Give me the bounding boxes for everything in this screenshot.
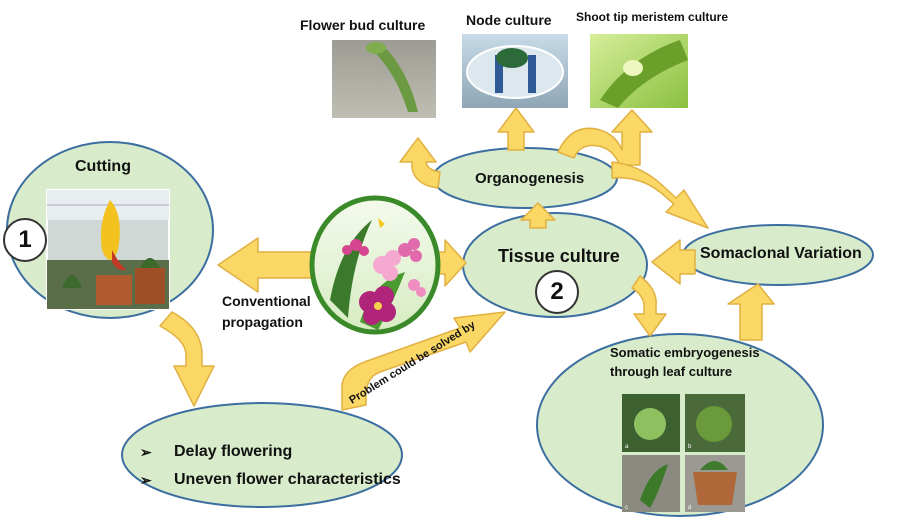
problem-item: ➢Uneven flower characteristics [140,466,401,494]
photo-letter-c: c [625,505,628,511]
arrow-to-flower-bud [399,137,441,189]
arrow-tissue-to-somatic [631,275,667,337]
somaclonal-label: Somaclonal Variation [700,245,862,262]
arrow-organogenesis-to-somaclonal [611,161,709,229]
flower-bud-culture-label: Flower bud culture [300,17,426,33]
organogenesis-label: Organogenesis [475,170,585,187]
bullet-arrow-icon: ➢ [140,472,152,488]
arrow-somaclonal-to-tissue [651,239,696,285]
photo-letter-b: b [688,444,692,450]
arrow-tissue-to-organogenesis [520,202,556,229]
arrow-to-cutting [217,237,319,293]
arrow-somatic-to-somaclonal [727,283,775,341]
shoot-tip-culture-label: Shoot tip meristem culture [576,10,729,24]
cutting-photo [46,189,170,310]
arrow-problems-to-tissue [341,311,506,411]
bullet-arrow-icon: ➢ [140,444,152,460]
problems-list: ➢Delay flowering ➢Uneven flower characte… [140,438,401,494]
tissue-culture-number-badge: 2 [535,270,579,314]
problem-item: ➢Delay flowering [140,438,401,466]
photo-letter-d: d [688,505,691,511]
shoot-tip-photo [590,34,688,108]
cutting-number-badge: 1 [3,218,47,262]
orchid-emblem [309,195,441,335]
somatic-label-line2: through leaf culture [610,364,733,379]
node-culture-photo [462,34,568,108]
node-culture-label: Node culture [466,12,552,28]
arrow-to-node-culture [497,107,535,151]
somatic-label-line1: Somatic embryogenesis [610,345,760,360]
tissue-culture-label: Tissue culture [498,246,620,266]
arrow-cutting-to-problems [159,311,215,407]
arrow-to-shoot-tip [557,109,653,166]
cutting-label: Cutting [75,158,131,175]
problems-node [121,402,403,508]
conventional-label-line1: Conventional [222,293,311,309]
flower-bud-photo [332,40,436,118]
somatic-photo-grid [622,394,745,512]
photo-letter-a: a [625,444,629,450]
conventional-label-line2: propagation [222,314,303,330]
